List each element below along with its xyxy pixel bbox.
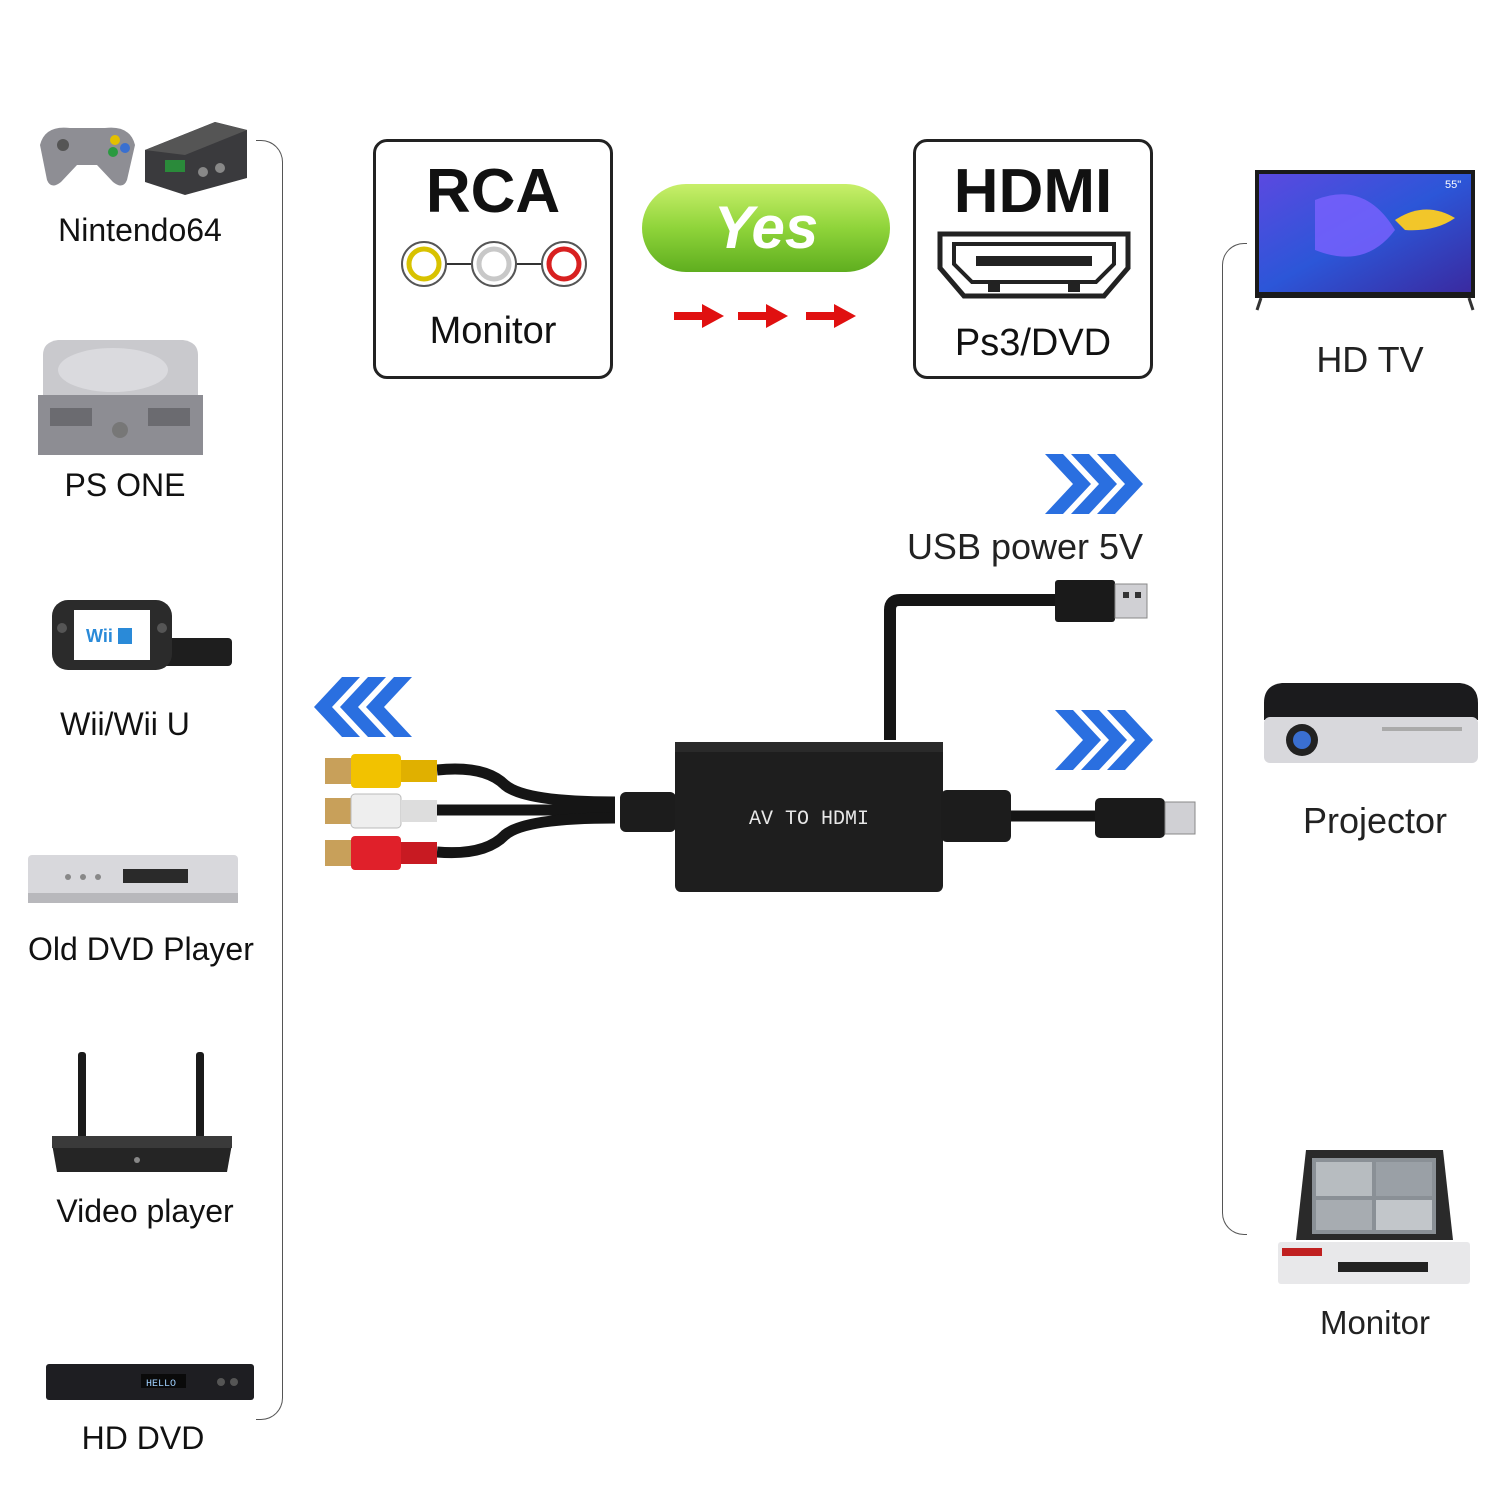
- tv-icon: 55": [1255, 170, 1475, 311]
- rca-card: RCA Monitor: [373, 139, 613, 379]
- projector-icon: [1264, 683, 1478, 763]
- chevrons-left-icon: [314, 677, 412, 737]
- device-label-projector: Projector: [1302, 800, 1448, 841]
- ps-one-console-icon: [38, 340, 203, 455]
- wii-u-console-icon: Wii: [52, 600, 232, 670]
- usb-power-label: USB power 5V: [906, 526, 1144, 567]
- device-label-wii-u: Wii/Wii U: [60, 706, 190, 742]
- rca-white-plug: [325, 793, 437, 829]
- n64-console-icon: [40, 122, 247, 195]
- av-to-hdmi-adapter: AV TO HDMI: [325, 580, 1196, 892]
- hd-dvd-player-icon: HELLO: [46, 1364, 254, 1400]
- monitor-dvr-icon: [1278, 1150, 1470, 1284]
- router-player-icon: [52, 1052, 232, 1172]
- red-arrows-icon: [674, 304, 856, 328]
- dvd-player-icon: [28, 855, 238, 903]
- hdmi-port-icon: [937, 231, 1131, 299]
- hdmi-card-subtitle: Ps3/DVD: [954, 322, 1112, 364]
- hdmi-card: HDMI Ps3/DVD: [913, 139, 1153, 379]
- device-label-ps-one: PS ONE: [64, 467, 186, 503]
- svg-text:Wii: Wii: [86, 626, 113, 646]
- left-bracket: [256, 140, 283, 1420]
- device-label-hd-tv: HD TV: [1316, 339, 1424, 380]
- right-bracket: [1222, 243, 1247, 1235]
- rca-card-title: RCA: [425, 157, 561, 226]
- yes-badge: Yes: [642, 184, 890, 272]
- adapter-label: AV TO HDMI: [749, 808, 869, 831]
- device-label-monitor: Monitor: [1319, 1304, 1431, 1341]
- tv-size-badge: 55": [1445, 179, 1461, 191]
- device-label-video-player: Video player: [56, 1193, 234, 1229]
- player-screen-text: HELLO: [146, 1379, 176, 1390]
- device-label-nintendo64: Nintendo64: [58, 212, 222, 248]
- rca-red-plug: [325, 836, 437, 870]
- rca-yellow-plug: [325, 754, 437, 788]
- device-label-hd-dvd: HD DVD: [81, 1420, 205, 1456]
- rca-card-subtitle: Monitor: [429, 310, 557, 352]
- rca-jacks-icon: [401, 241, 587, 287]
- chevrons-right-usb-icon: [1045, 454, 1143, 514]
- hdmi-card-title: HDMI: [953, 157, 1113, 226]
- yes-badge-text: Yes: [714, 194, 819, 261]
- chevrons-right-hdmi-icon: [1055, 710, 1153, 770]
- device-label-old-dvd-player: Old DVD Player: [28, 931, 254, 967]
